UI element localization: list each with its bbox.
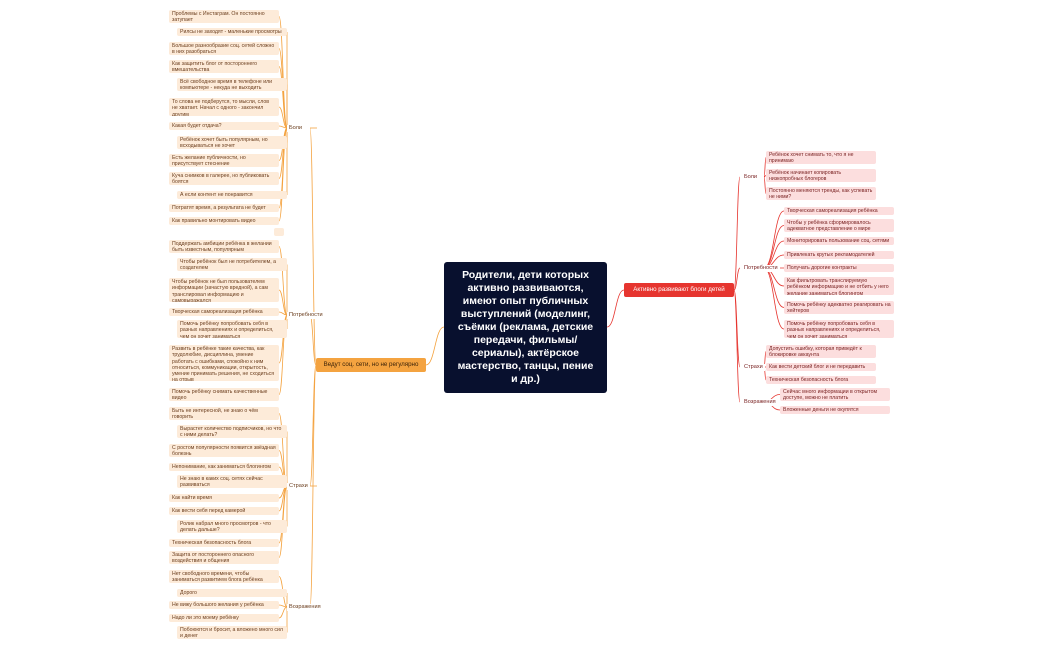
connector xyxy=(309,364,317,487)
left-leaf-potrebnosti[interactable]: Помочь ребёнку снимать качественные виде… xyxy=(169,388,279,401)
connector xyxy=(278,311,288,316)
left-leaf-vozrazheniya[interactable]: Побоюются и бросит, а вложено много сил … xyxy=(177,626,287,639)
connector xyxy=(733,176,741,291)
left-leaf-boli[interactable]: Как защитить блог от постороннего вмешат… xyxy=(169,60,279,73)
left-leaf-boli[interactable]: А если контент не понравится xyxy=(177,191,287,199)
right-leaf-potrebnosti[interactable]: Получать дорогие контракты xyxy=(784,264,894,272)
left-leaf-vozrazheniya[interactable]: Дорого xyxy=(177,589,287,597)
right-leaf-potrebnosti[interactable]: Помочь ребёнку попробовать себя в разных… xyxy=(784,320,894,338)
right-leaf-boli[interactable]: Постоянно меняются тренды, как успевать … xyxy=(766,187,876,200)
connector xyxy=(278,246,288,316)
right-leaf-potrebnosti[interactable]: Как фильтровать транслируемую ребёнком и… xyxy=(784,277,894,295)
connector xyxy=(309,127,317,366)
connector xyxy=(763,267,785,308)
right-category-strahi[interactable]: Страхи xyxy=(742,364,765,371)
right-leaf-vozrazheniya[interactable]: Вложенные деньги не окупятся xyxy=(780,406,890,414)
central-topic[interactable]: Родители, дети которых активно развивают… xyxy=(444,262,607,393)
left-leaf-vozrazheniya[interactable]: Надо ли это моему ребёнку xyxy=(169,614,279,622)
right-leaf-boli[interactable]: Ребёнок начинает копировать низкопробных… xyxy=(766,169,876,182)
right-leaf-vozrazheniya[interactable]: Сейчас много информации в открытом досту… xyxy=(780,388,890,401)
connector xyxy=(733,289,741,368)
connector xyxy=(278,606,288,619)
left-leaf-boli[interactable]: Всё свободное время в телефоне или компь… xyxy=(177,78,287,91)
right-leaf-boli[interactable]: Ребёнок хочет снимать то, что я не прини… xyxy=(766,151,876,164)
connector xyxy=(606,289,625,328)
right-leaf-strahi[interactable]: Техническая безопасность блога xyxy=(766,376,876,384)
connector xyxy=(278,125,288,129)
left-category-potrebnosti[interactable]: Потребности xyxy=(287,312,325,319)
left-leaf-boli[interactable]: Потратят время, а результата не будет xyxy=(169,204,279,212)
connector xyxy=(278,66,288,129)
right-leaf-potrebnosti[interactable]: Творческая самореализация ребёнка xyxy=(784,207,894,215)
left-category-boli[interactable]: Боли xyxy=(287,125,305,132)
left-leaf-strahi[interactable]: Защита от постороннего опасного воздейст… xyxy=(169,551,279,564)
left-leaf-strahi[interactable]: Как найти время xyxy=(169,494,279,502)
connector xyxy=(278,106,288,129)
left-leaf-vozrazheniya[interactable]: Нет свободного времени, чтобы заниматься… xyxy=(169,570,279,583)
left-leaf-boli[interactable]: Ребёнок хочет быть популярным, но всходы… xyxy=(177,136,287,149)
left-leaf-potrebnosti[interactable]: Поддержать амбиции ребёнка в желании быт… xyxy=(169,240,279,253)
connector xyxy=(278,127,288,222)
right-main-branch[interactable]: Активно развивают блоги детей xyxy=(624,283,734,297)
left-leaf-boli[interactable]: То слова не подберутся, то мысли, слов н… xyxy=(169,98,279,116)
left-leaf-strahi[interactable]: Ролик набрал много просмотров - что дела… xyxy=(177,520,287,533)
left-leaf-potrebnosti[interactable]: Помочь ребёнку попробовать себя в разных… xyxy=(177,320,287,338)
left-leaf-boli[interactable]: Проблемы с Инстаграм. Он постоянно затуп… xyxy=(169,10,279,23)
left-category-strahi[interactable]: Страхи xyxy=(287,483,310,490)
left-leaf-strahi[interactable]: Техническая безопасность блога xyxy=(169,539,279,547)
right-category-potrebnosti[interactable]: Потребности xyxy=(742,265,780,272)
left-category-vozrazheniya[interactable]: Возражения xyxy=(287,604,323,611)
connector xyxy=(309,364,317,608)
connector xyxy=(425,326,445,366)
left-leaf-potrebnosti[interactable]: Развить в ребёнке такие качества, как тр… xyxy=(169,345,279,381)
left-leaf-strahi[interactable]: Вырастет количество подписчиков, но что … xyxy=(177,425,287,438)
connector xyxy=(763,157,767,178)
left-leaf-potrebnosti[interactable]: Чтобы ребёнок не был пользователем инфор… xyxy=(169,278,279,302)
right-leaf-potrebnosti[interactable]: Мониторировать пользование соц. сетями xyxy=(784,237,894,245)
left-leaf-boli[interactable]: Какая будет отдача? xyxy=(169,122,279,130)
left-main-branch[interactable]: Ведут соц. сети, но не регулярно xyxy=(316,358,426,372)
connector xyxy=(278,485,288,544)
left-leaf-strahi[interactable]: Не знаю в каких соц. сетях сейчас развив… xyxy=(177,475,287,488)
connector xyxy=(278,289,288,316)
connector xyxy=(733,289,741,403)
connector xyxy=(763,210,785,269)
left-leaf-boli[interactable]: Есть желание публичности, но присутствуе… xyxy=(169,154,279,167)
right-leaf-strahi[interactable]: Допустить ошибку, которая приведёт к бло… xyxy=(766,345,876,358)
left-leaf-strahi[interactable]: С ростом популярности появится звёздная … xyxy=(169,444,279,457)
left-leaf-potrebnosti[interactable]: Творческая самореализация ребёнка xyxy=(169,308,279,316)
left-leaf-boli[interactable]: Большое разнообразие соц. сетей сложно в… xyxy=(169,42,279,55)
right-leaf-potrebnosti[interactable]: Помочь ребёнку адекватно реагировать на … xyxy=(784,301,894,314)
right-category-boli[interactable]: Боли xyxy=(742,174,760,181)
right-leaf-potrebnosti[interactable]: Чтобы у ребёнка сформировалось адекватно… xyxy=(784,219,894,232)
left-leaf-strahi[interactable]: Как вести себя перед камерой xyxy=(169,507,279,515)
empty-node[interactable] xyxy=(274,228,284,236)
left-leaf-boli[interactable]: Рилсы не заходят - маленькие просмотры xyxy=(177,28,287,36)
left-leaf-vozrazheniya[interactable]: Не вижу большого желания у ребёнка xyxy=(169,601,279,609)
left-leaf-boli[interactable]: Как правильно монтировать видео xyxy=(169,217,279,225)
left-leaf-boli[interactable]: Куча снимков в галерее, но публиковать б… xyxy=(169,172,279,185)
connector xyxy=(763,176,767,194)
right-category-vozrazheniya[interactable]: Возражения xyxy=(742,399,778,406)
left-leaf-strahi[interactable]: Непонимание, как заниматься блогингом xyxy=(169,463,279,471)
right-leaf-potrebnosti[interactable]: Привлекать крутых рекламодателей xyxy=(784,251,894,259)
right-leaf-strahi[interactable]: Как вести детский блог и не передавить xyxy=(766,363,876,371)
connector xyxy=(733,267,741,291)
connector xyxy=(278,314,288,395)
left-leaf-potrebnosti[interactable]: Чтобы ребёнок был не потребителем, а соз… xyxy=(177,258,287,271)
left-leaf-strahi[interactable]: Быть не интересной, не знаю о чём говори… xyxy=(169,407,279,420)
